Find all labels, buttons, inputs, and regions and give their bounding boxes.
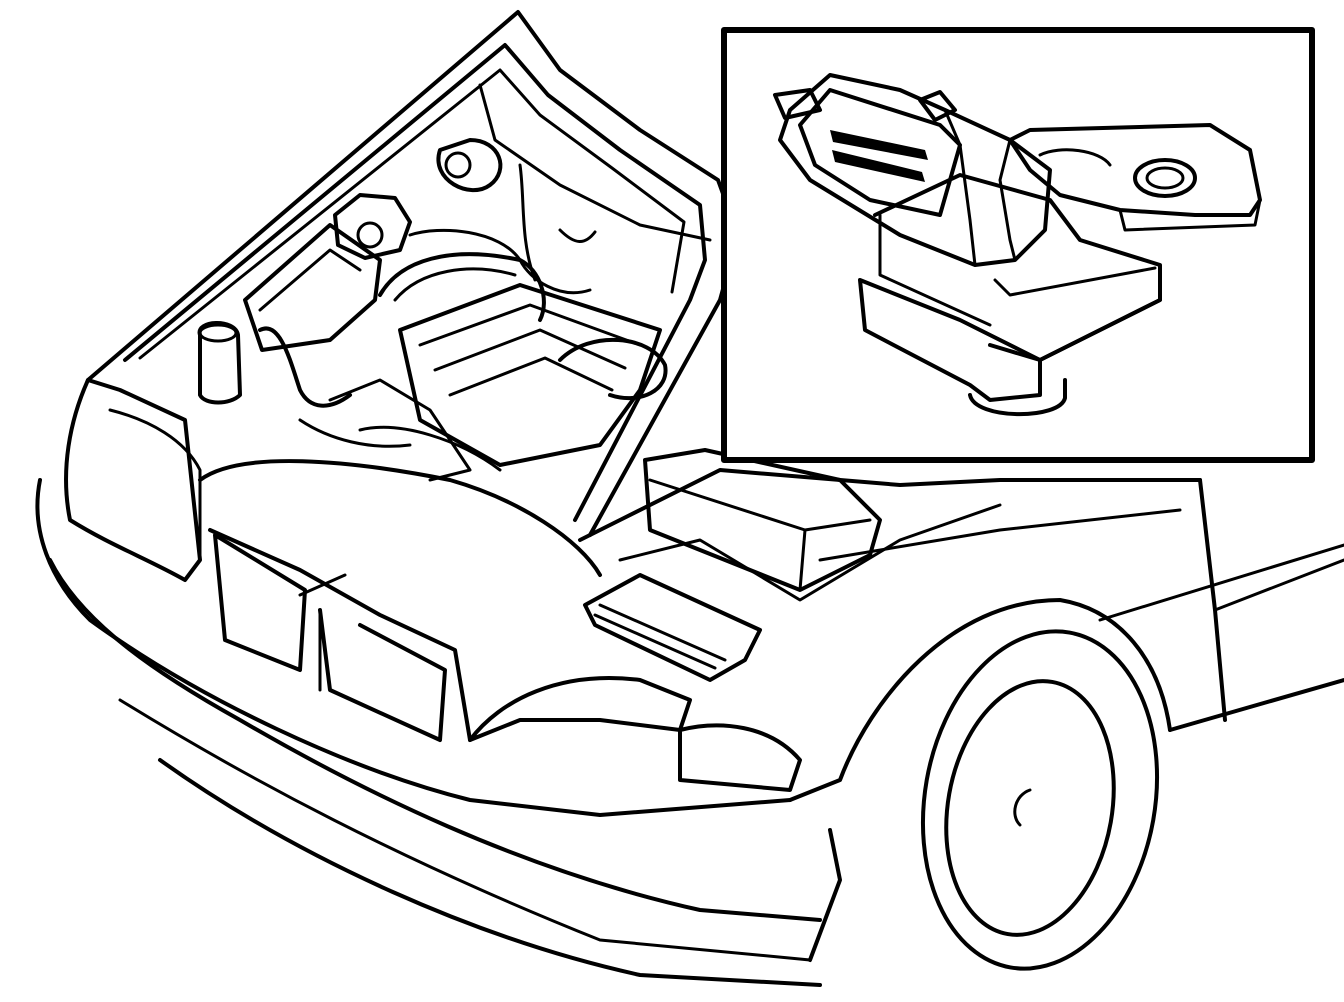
wire-1	[518, 163, 537, 282]
engine-cover-ridge-1	[418, 303, 642, 347]
sensor-body-step	[878, 213, 1157, 327]
left-headlight	[108, 408, 202, 562]
battery-box	[243, 223, 382, 352]
connector-pin-slot-1	[830, 130, 928, 160]
engine-cover-ridge-3	[448, 356, 614, 397]
bay-rim-right	[578, 468, 1202, 542]
side-body-line-1	[818, 508, 1182, 562]
right-headlight-lens	[678, 723, 802, 792]
fuse-box	[643, 448, 882, 592]
washer-cap	[198, 323, 238, 343]
hood-outer-edge	[86, 10, 740, 537]
flange-bolt-hole	[1133, 158, 1197, 198]
front-wheel-tire	[920, 629, 1160, 971]
sensor-body-side	[1038, 268, 1162, 362]
bumper-top	[35, 478, 792, 817]
sensor-body-front	[858, 278, 1042, 402]
wheel-hub-mark	[1013, 788, 1032, 827]
lower-engine-2	[358, 425, 502, 472]
right-fender	[788, 598, 1172, 802]
bumper-crease	[118, 698, 812, 962]
engine-cover-ridge-2	[433, 328, 627, 372]
inset-detail	[721, 27, 1315, 463]
connector-housing	[778, 73, 1052, 267]
reservoir-cap	[444, 151, 472, 179]
hood-inner-panel	[138, 68, 686, 360]
side-sill	[1168, 678, 1344, 732]
hood-inner-edge	[123, 43, 707, 522]
upper-hose	[378, 252, 546, 322]
radiator-support	[198, 459, 602, 577]
flange-bolt-inner	[1145, 166, 1185, 190]
fender-bottom	[808, 828, 842, 962]
lower-engine-3	[298, 418, 412, 448]
bay-rim-lower	[618, 503, 1002, 602]
connector-latch	[773, 88, 822, 120]
flange-notch	[1038, 148, 1112, 167]
bumper-bottom	[48, 558, 822, 922]
car-body	[35, 378, 1344, 987]
hood-strut	[478, 83, 712, 242]
wire-2	[558, 228, 597, 243]
bumper-lower-edge	[158, 758, 822, 987]
right-headlight	[468, 676, 692, 742]
connector-edge	[943, 108, 977, 267]
ecu-box	[583, 573, 762, 682]
washer-filler	[197, 321, 242, 405]
intake-hose	[258, 326, 352, 408]
grille-frame	[208, 528, 472, 742]
ecu-ridges	[593, 603, 727, 670]
connector-pin-slot-2	[832, 150, 925, 182]
air-filter-duct	[558, 338, 668, 401]
windshield-pillar	[1198, 478, 1227, 722]
brake-reservoir	[333, 193, 412, 260]
engine-cover	[398, 283, 662, 467]
engine-bay	[197, 138, 1202, 682]
lower-engine-1	[328, 378, 472, 482]
flange-edge	[1118, 198, 1262, 232]
side-body-line-2	[1098, 543, 1344, 622]
connector-face	[798, 88, 962, 217]
front-wheel-rim	[944, 679, 1116, 937]
connector-clip	[918, 90, 957, 122]
hose-inner-1	[393, 267, 517, 302]
grille-left-block	[213, 533, 307, 672]
door-line	[1213, 558, 1344, 612]
grille-center-block	[318, 608, 447, 742]
left-fender	[64, 378, 202, 582]
connector-rib	[998, 138, 1017, 262]
coolant-reservoir	[436, 138, 503, 192]
inset-frame	[721, 27, 1315, 463]
brake-reservoir-cap	[356, 221, 384, 249]
grille-divider	[298, 573, 347, 692]
wiring-loom	[408, 228, 592, 295]
open-hood	[86, 10, 740, 537]
sensor-nipple	[968, 378, 1067, 417]
battery-box-detail	[258, 248, 362, 312]
fuse-box-edge	[798, 528, 807, 592]
